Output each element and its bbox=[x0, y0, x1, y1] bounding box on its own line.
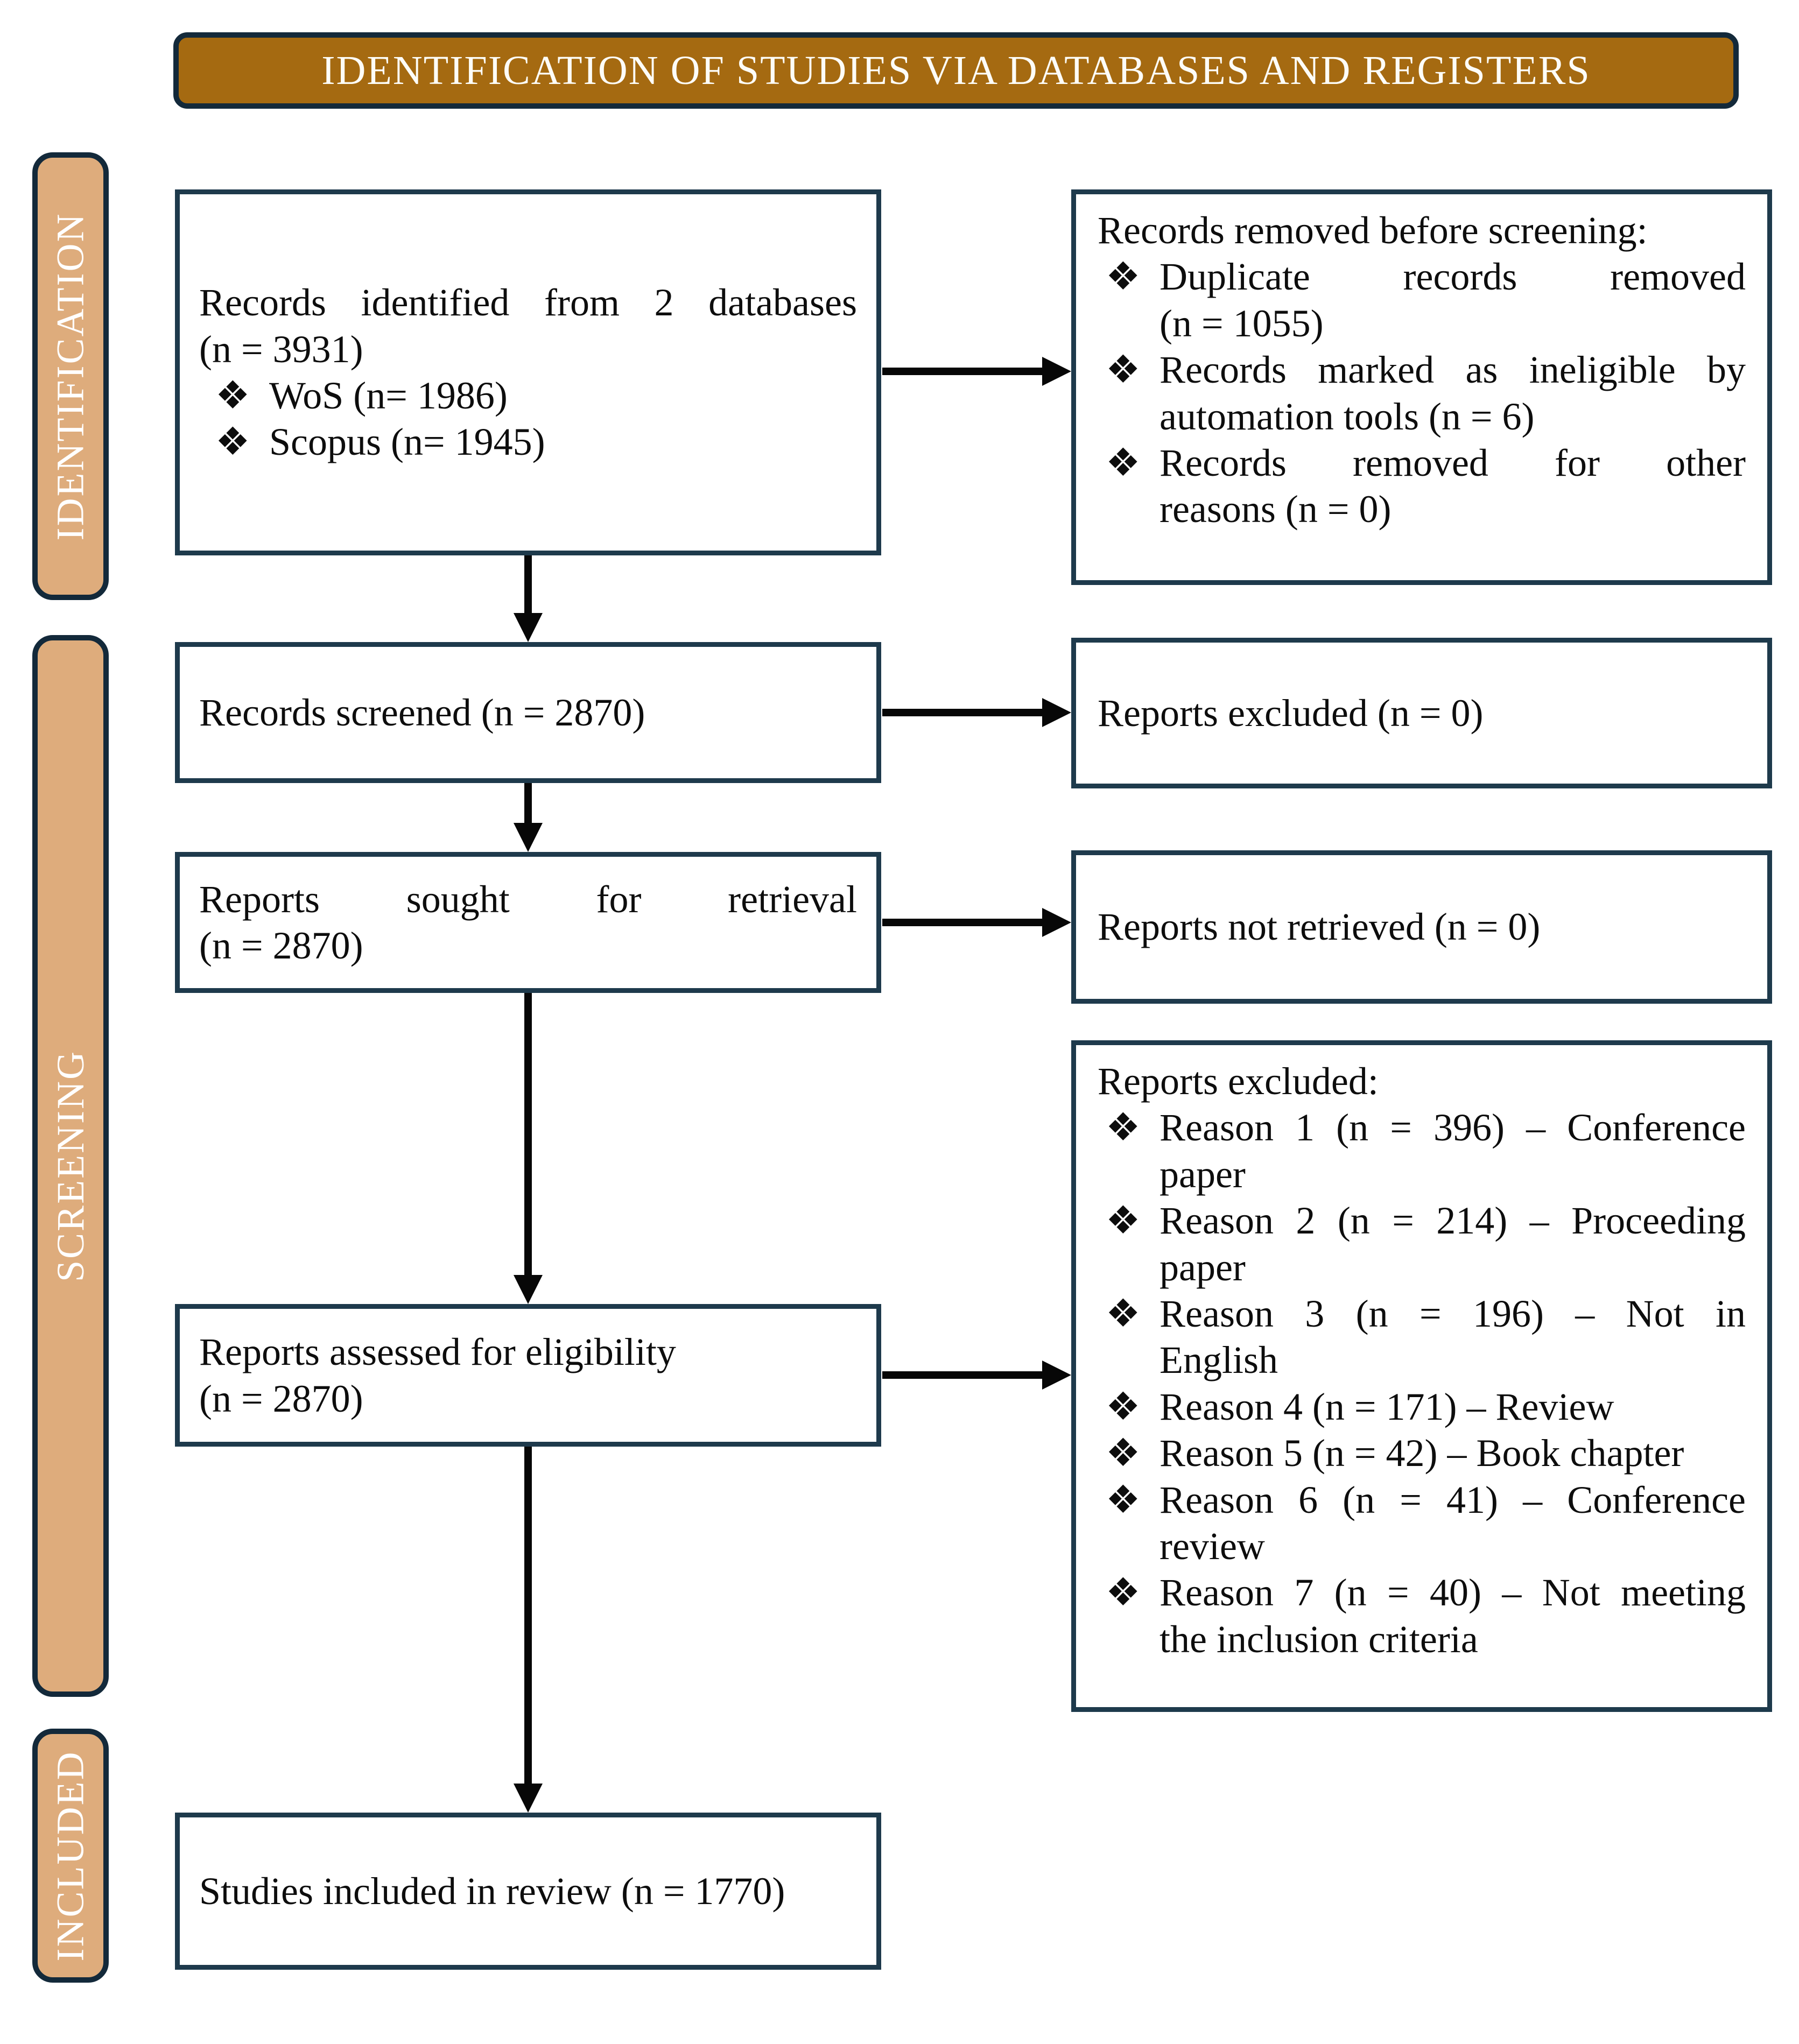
bullet-item-reason-7: ❖ Reason 7 (n = 40) – Not meeting the in… bbox=[1106, 1569, 1746, 1662]
title-banner: IDENTIFICATION OF STUDIES VIA DATABASES … bbox=[173, 32, 1739, 109]
diamond-bullet-icon: ❖ bbox=[1106, 348, 1141, 392]
box-title: Reports excluded: bbox=[1098, 1060, 1379, 1103]
bullet-item-reason-2: ❖ Reason 2 (n = 214) – Proceeding paper bbox=[1106, 1197, 1746, 1291]
arrow-screened-to-excluded bbox=[882, 698, 1071, 727]
diamond-bullet-icon: ❖ bbox=[1106, 1199, 1141, 1243]
bullet-item-other-reasons: ❖ Records removed for other reasons (n =… bbox=[1106, 440, 1746, 533]
box-records-screened: Records screened (n = 2870) bbox=[175, 642, 881, 783]
arrow-sought-to-assessed bbox=[514, 993, 543, 1304]
bullet-item-wos: ❖ WoS (n= 1986) bbox=[215, 372, 857, 419]
stage-label-identification-text: IDENTIFICATION bbox=[48, 212, 92, 540]
diamond-bullet-icon: ❖ bbox=[1106, 441, 1141, 484]
bullet-item-text: Records marked as ineligible by automati… bbox=[1159, 348, 1746, 438]
box-line: Reports excluded (n = 0) bbox=[1098, 691, 1484, 735]
box-line: Reports not retrieved (n = 0) bbox=[1098, 905, 1541, 949]
bullet-item-text: WoS (n= 1986) bbox=[269, 374, 508, 417]
arrow-assessed-to-excluded-reasons bbox=[882, 1361, 1071, 1390]
bullet-item-text: Duplicate records removed (n = 1055) bbox=[1159, 255, 1746, 345]
diamond-bullet-icon: ❖ bbox=[1106, 1478, 1141, 1521]
bullet-item-reason-6: ❖ Reason 6 (n = 41) – Conference review bbox=[1106, 1477, 1746, 1570]
box-line: Reports sought for retrieval bbox=[199, 877, 857, 921]
bullet-item-reason-1: ❖ Reason 1 (n = 396) – Conference paper bbox=[1106, 1104, 1746, 1197]
box-title: Records removed before screening: bbox=[1098, 209, 1648, 252]
arrow-sought-to-not-retrieved bbox=[882, 908, 1071, 937]
bullet-item-reason-5: ❖ Reason 5 (n = 42) – Book chapter bbox=[1106, 1430, 1746, 1476]
box-reports-excluded-reasons: Reports excluded: ❖ Reason 1 (n = 396) –… bbox=[1071, 1040, 1772, 1712]
bullet-item-scopus: ❖ Scopus (n= 1945) bbox=[215, 419, 857, 465]
diamond-bullet-icon: ❖ bbox=[1106, 255, 1141, 299]
box-line: (n = 3931) bbox=[199, 327, 363, 371]
box-line: (n = 2870) bbox=[199, 924, 363, 967]
stage-label-included-text: INCLUDED bbox=[48, 1750, 92, 1961]
stage-label-identification: IDENTIFICATION bbox=[32, 152, 109, 600]
bullet-item-ineligible-automation: ❖ Records marked as ineligible by automa… bbox=[1106, 347, 1746, 440]
bullet-item-text: Records removed for other reasons (n = 0… bbox=[1159, 441, 1746, 531]
stage-label-screening: SCREENING bbox=[32, 635, 109, 1697]
diamond-bullet-icon: ❖ bbox=[1106, 1385, 1141, 1428]
bullet-item-text: Reason 7 (n = 40) – Not meeting the incl… bbox=[1159, 1571, 1746, 1661]
arrow-identified-to-removed bbox=[882, 357, 1071, 386]
bullet-item-text: Reason 1 (n = 396) – Conference paper bbox=[1159, 1106, 1746, 1196]
arrow-assessed-to-included bbox=[514, 1447, 543, 1813]
stage-label-included: INCLUDED bbox=[32, 1729, 109, 1983]
box-line: Records screened (n = 2870) bbox=[199, 690, 645, 734]
bullet-item-text: Reason 2 (n = 214) – Proceeding paper bbox=[1159, 1199, 1746, 1289]
box-records-removed-before-screening: Records removed before screening: ❖ Dupl… bbox=[1071, 189, 1772, 585]
box-reports-not-retrieved: Reports not retrieved (n = 0) bbox=[1071, 850, 1772, 1004]
box-line: (n = 2870) bbox=[199, 1377, 363, 1420]
diamond-bullet-icon: ❖ bbox=[1106, 1106, 1141, 1150]
box-studies-included-in-review: Studies included in review (n = 1770) bbox=[175, 1813, 881, 1970]
diamond-bullet-icon: ❖ bbox=[1106, 1432, 1141, 1475]
diamond-bullet-icon: ❖ bbox=[215, 374, 250, 417]
box-line: Records identified from 2 databases bbox=[199, 281, 857, 325]
stage-label-screening-text: SCREENING bbox=[48, 1049, 92, 1282]
box-reports-assessed-for-eligibility: Reports assessed for eligibility (n = 28… bbox=[175, 1304, 881, 1447]
bullet-item-text: Reason 3 (n = 196) – Not in English bbox=[1159, 1292, 1746, 1382]
box-reports-excluded-zero: Reports excluded (n = 0) bbox=[1071, 638, 1772, 788]
bullet-item-reason-3: ❖ Reason 3 (n = 196) – Not in English bbox=[1106, 1291, 1746, 1384]
diamond-bullet-icon: ❖ bbox=[215, 420, 250, 464]
arrow-screened-to-sought bbox=[514, 783, 543, 852]
bullet-item-text: Reason 4 (n = 171) – Review bbox=[1159, 1385, 1614, 1428]
bullet-item-text: Scopus (n= 1945) bbox=[269, 420, 545, 464]
bullet-item-duplicates: ❖ Duplicate records removed (n = 1055) bbox=[1106, 253, 1746, 347]
arrow-identified-to-screened bbox=[514, 555, 543, 642]
bullet-item-reason-4: ❖ Reason 4 (n = 171) – Review bbox=[1106, 1384, 1746, 1430]
box-line: Studies included in review (n = 1770) bbox=[199, 1869, 785, 1913]
box-records-identified: Records identified from 2 databases (n =… bbox=[175, 189, 881, 555]
diamond-bullet-icon: ❖ bbox=[1106, 1292, 1141, 1335]
bullet-item-text: Reason 5 (n = 42) – Book chapter bbox=[1159, 1432, 1684, 1475]
bullet-item-text: Reason 6 (n = 41) – Conference review bbox=[1159, 1478, 1746, 1568]
box-line: Reports assessed for eligibility bbox=[199, 1330, 676, 1374]
box-reports-sought-for-retrieval: Reports sought for retrieval (n = 2870) bbox=[175, 852, 881, 993]
diamond-bullet-icon: ❖ bbox=[1106, 1571, 1141, 1615]
